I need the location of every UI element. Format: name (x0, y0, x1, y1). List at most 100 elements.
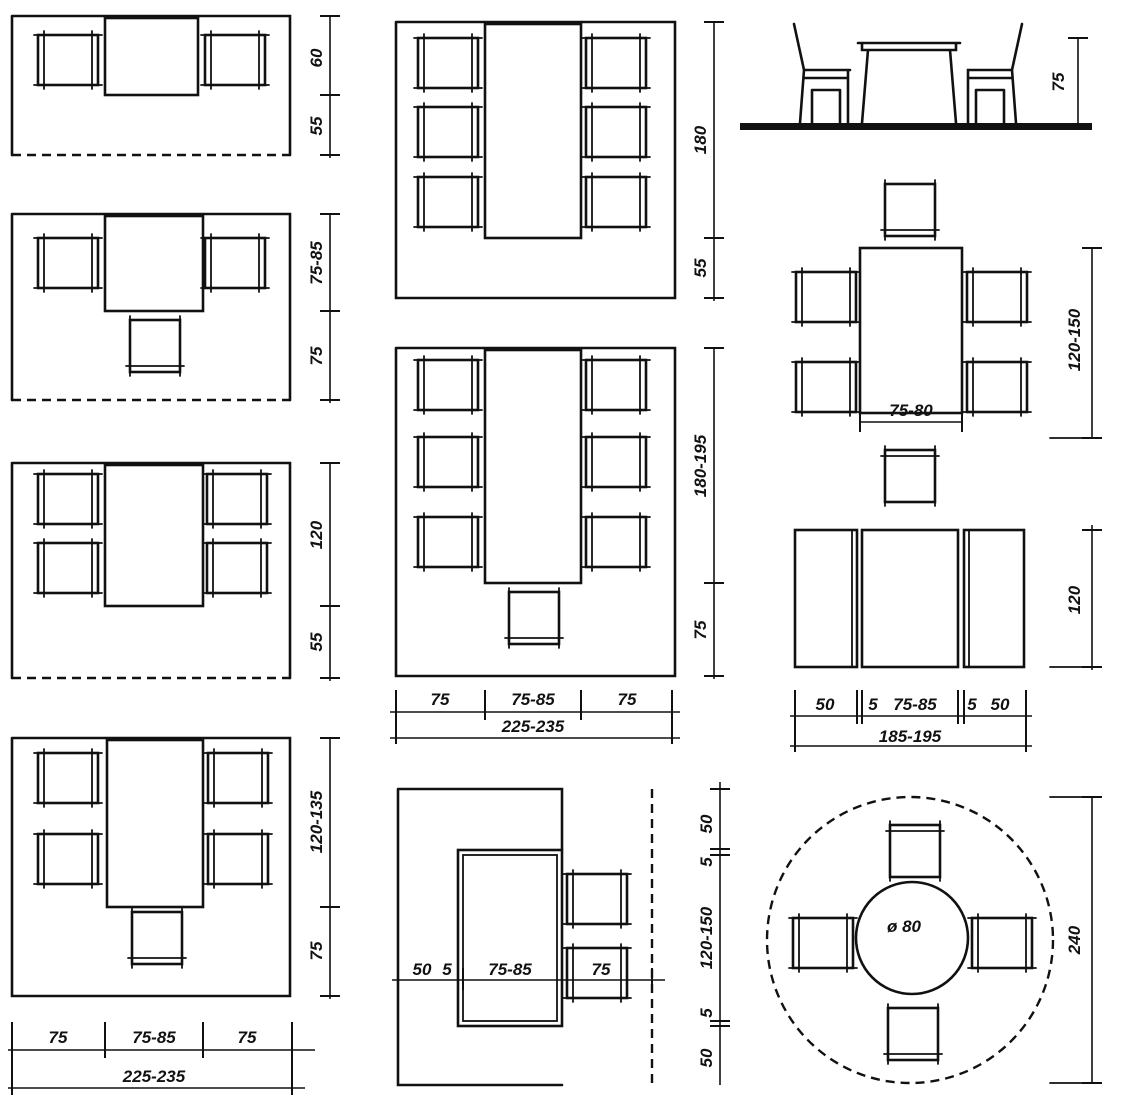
chair (787, 912, 859, 974)
dim-label: 225-235 (501, 717, 565, 736)
chair (790, 266, 862, 328)
dim-label: 120-135 (307, 790, 326, 853)
table (860, 528, 960, 669)
chair (879, 444, 941, 508)
chair (124, 314, 186, 378)
dim-label: 120-150 (1065, 308, 1084, 371)
plan-a: 60 55 (10, 14, 340, 158)
dim-label: 75 (431, 690, 450, 709)
plan-j: ø 80 240 (765, 795, 1102, 1085)
chair (879, 178, 941, 242)
chair (32, 537, 104, 599)
chair (202, 747, 274, 809)
chair (412, 431, 484, 493)
dim-label: 240 (1065, 925, 1084, 955)
floor-line (740, 123, 1092, 130)
dim-label: 75 (307, 941, 326, 960)
dim-label: 75-85 (132, 1028, 176, 1047)
plan-c: 120 55 (10, 461, 340, 681)
dim-label: 75 (238, 1028, 257, 1047)
chair (199, 29, 271, 91)
chair (961, 266, 1033, 328)
chair-block (793, 528, 859, 669)
plan-b: 75-85 75 (10, 212, 340, 403)
dim-label: 75-85 (307, 241, 326, 285)
dim-label: 60 (307, 48, 326, 67)
chair (201, 468, 273, 530)
dim-label: 50 (816, 695, 835, 714)
elevation: 75 (740, 22, 1092, 130)
dim-label: 5 (967, 695, 977, 714)
dim-label: 75-85 (511, 690, 555, 709)
dim-label: 5 (697, 1008, 716, 1018)
dim-label: 55 (691, 258, 710, 277)
table (103, 16, 200, 97)
chair (126, 906, 188, 970)
dim-label: 50 (991, 695, 1010, 714)
dim-label: 120 (1065, 585, 1084, 614)
chair (412, 354, 484, 416)
dim-label: 185-195 (879, 727, 942, 746)
dim-label: 5 (868, 695, 878, 714)
dim-label: 225-235 (122, 1067, 186, 1086)
plan-g: 50 5 120-150 5 50 50 5 75-85 75 (392, 782, 730, 1087)
plan-i: 120 50 5 75-85 5 50 185-195 (790, 525, 1102, 752)
plan-d: 120-135 75 75 75-85 75 225-235 (8, 736, 340, 1095)
chair (32, 29, 104, 91)
dim-label: 180 (691, 125, 710, 154)
chair (580, 431, 652, 493)
chair (201, 537, 273, 599)
dim-label: 5 (442, 960, 452, 979)
chair (412, 511, 484, 573)
table (105, 738, 205, 909)
round-table (854, 880, 970, 996)
chair (202, 828, 274, 890)
table (483, 348, 583, 585)
chair (580, 511, 652, 573)
chair-block (962, 528, 1026, 669)
plan-h: 75-80 120-150 (790, 178, 1102, 508)
dim-label: 50 (413, 960, 432, 979)
chair (412, 101, 484, 163)
dim-label: 75 (691, 620, 710, 639)
dim-label: 180-195 (691, 434, 710, 497)
dim-label: 75-85 (488, 960, 532, 979)
chair (412, 171, 484, 233)
chair (790, 356, 862, 418)
plan-e: 180 55 (394, 20, 724, 301)
chair (882, 1002, 944, 1066)
chair (32, 828, 104, 890)
diameter-label: ø 80 (887, 917, 922, 936)
dim-label: 75 (49, 1028, 68, 1047)
dim-label: 50 (697, 1048, 716, 1067)
dim-label: 5 (697, 857, 716, 867)
table (456, 848, 564, 1028)
dim-label: 120-150 (697, 906, 716, 969)
chair (503, 586, 565, 650)
plan-f: 180-195 75 75 75-85 75 225-235 (390, 346, 724, 744)
clearance-circle (765, 795, 1055, 1085)
chair (32, 468, 104, 530)
chair (961, 356, 1033, 418)
dim-label: 55 (307, 116, 326, 135)
chair (412, 32, 484, 94)
table (858, 246, 964, 415)
table (483, 22, 583, 240)
chair (580, 171, 652, 233)
chair (199, 232, 271, 294)
dim-label: 120 (307, 520, 326, 549)
dim-label: 75 (1049, 72, 1068, 91)
chair (580, 32, 652, 94)
chair (966, 912, 1038, 974)
dim-label: 75 (618, 690, 637, 709)
dim-label: 75-85 (893, 695, 937, 714)
chair (580, 354, 652, 416)
dim-label: 50 (697, 814, 716, 833)
chair (580, 101, 652, 163)
table (103, 214, 205, 313)
dim-label: 75 (307, 346, 326, 365)
dim-label: 75-80 (889, 401, 933, 420)
chair (32, 232, 104, 294)
chair (561, 868, 633, 930)
